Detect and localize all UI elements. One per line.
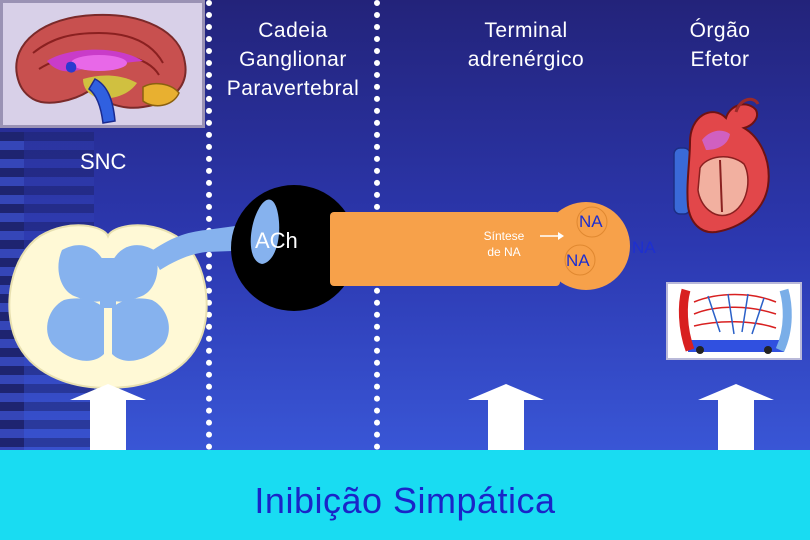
synthesis-box [464, 220, 544, 266]
capillary-bed-icon [678, 288, 792, 354]
na-vesicle-top-label: NA [579, 212, 603, 231]
divider-left [206, 0, 212, 450]
spinal-cord-illustration [8, 224, 208, 390]
heading-organ-line2: Efetor [690, 48, 750, 71]
footer-title: Inibição Simpática [254, 480, 556, 521]
heading-chain-line1: Cadeia [258, 19, 328, 42]
synthesis-label: Síntese de NA [466, 228, 542, 260]
na-vesicle-bottom-label: NA [566, 251, 590, 270]
brain-icon [15, 13, 187, 124]
synthesis-line2: de NA [487, 245, 521, 259]
up-arrow-icon [70, 384, 146, 450]
footer-bar [0, 450, 810, 540]
snc-label: SNC [80, 149, 127, 174]
na-released-label: NA [632, 238, 656, 257]
heading-terminal-line2: adrenérgico [467, 48, 585, 71]
heading-chain: Cadeia Ganglionar Paravertebral [216, 16, 370, 103]
synthesis-line1: Síntese [483, 229, 525, 243]
vesicle-top [576, 206, 608, 238]
vesicle-bottom [564, 244, 596, 276]
heading-terminal: Terminal adrenérgico [446, 16, 606, 74]
blood-vessel-illustration [666, 282, 802, 360]
heading-organ-line1: Órgão [689, 19, 751, 42]
up-arrow-icon [698, 384, 774, 450]
synthesis-arrowhead [558, 232, 564, 240]
preganglionic-fiber [150, 224, 258, 270]
up-arrow-icon [468, 384, 544, 450]
heart-icon [673, 97, 770, 234]
brain-illustration-frame [0, 0, 205, 128]
heading-chain-line3: Paravertebral [226, 77, 360, 100]
ach-label: ACh [255, 228, 298, 253]
ach-synapse-terminal [250, 199, 280, 264]
heading-chain-line2: Ganglionar [239, 48, 347, 71]
heading-organ: Órgão Efetor [670, 16, 770, 74]
heading-terminal-line1: Terminal [484, 19, 568, 42]
